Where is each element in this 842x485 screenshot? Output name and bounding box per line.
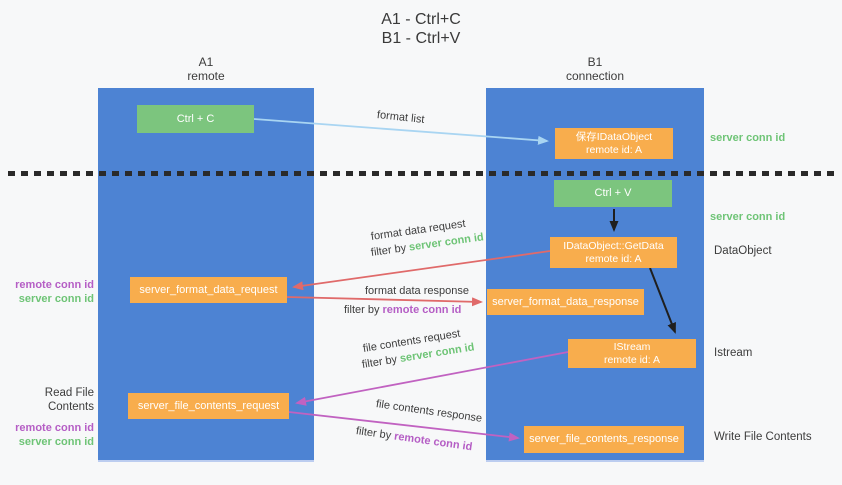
phase-divider-dashed-line	[8, 171, 834, 176]
istream-box: IStream remote id: A	[568, 339, 696, 368]
format-data-response-label: format data response	[365, 285, 469, 297]
server-file-contents-request-box: server_file_contents_request	[128, 393, 289, 419]
left-format-conn-ids: remote conn id server conn id	[0, 278, 94, 306]
save-dataobject-box: 保存IDataObject remote id: A	[555, 128, 673, 159]
remote-conn-id-label: remote conn id	[15, 422, 94, 434]
ctrl-c-label: Ctrl + C	[176, 112, 215, 125]
server-format-data-response-label: server_format_data_response	[492, 295, 639, 308]
arrow-getdata-to-istream	[649, 267, 676, 334]
server-format-data-request-label: server_format_data_request	[139, 283, 278, 296]
title-line-ctrl-c: A1 - Ctrl+C	[381, 11, 461, 28]
save-dataobject-line2: remote id: A	[585, 143, 643, 156]
istream-side-label: Istream	[714, 347, 753, 359]
arrow-format-data-request	[292, 250, 551, 291]
arrow-file-contents-request	[295, 351, 569, 406]
diagram-title: A1 - Ctrl+C B1 - Ctrl+V	[0, 10, 842, 48]
column-header-a1: A1 remote	[136, 55, 276, 83]
column-a-role: remote	[187, 69, 225, 83]
server-file-contents-request-label: server_file_contents_request	[137, 399, 280, 412]
left-file-conn-ids: Read File Contents remote conn id server…	[0, 386, 94, 449]
column-b-name: B1	[587, 55, 603, 69]
filter-by-remote-conn-id-label-1: filter by remote conn id	[344, 304, 461, 316]
write-file-contents-label: Write File Contents	[714, 431, 812, 443]
server-conn-id-label: server conn id	[18, 436, 94, 448]
filter-by-text: filter by	[344, 304, 383, 316]
arrow-format-list	[253, 118, 549, 145]
remote-conn-id-text: remote conn id	[382, 304, 462, 316]
column-header-b1: B1 connection	[525, 55, 665, 83]
server-conn-id-label-save: server conn id	[710, 132, 786, 144]
remote-conn-id-label: remote conn id	[15, 279, 94, 291]
istream-line2: remote id: A	[603, 353, 661, 366]
arrow-format-data-response	[286, 296, 483, 307]
server-conn-id-label: server conn id	[18, 293, 94, 305]
arrow-file-contents-response	[288, 411, 520, 442]
column-b-role: connection	[565, 69, 625, 83]
getdata-line2: remote id: A	[585, 252, 642, 265]
ctrl-c-box: Ctrl + C	[137, 105, 254, 133]
istream-line1: IStream	[613, 340, 651, 353]
read-file-contents-label: Read File Contents	[44, 387, 94, 413]
server-format-data-response-box: server_format_data_response	[487, 289, 644, 315]
ctrl-v-label: Ctrl + V	[594, 187, 632, 199]
server-file-contents-response-label: server_file_contents_response	[529, 433, 679, 445]
title-line-ctrl-v: B1 - Ctrl+V	[381, 30, 461, 47]
ctrl-v-box: Ctrl + V	[554, 180, 672, 207]
dataobject-label: DataObject	[714, 245, 772, 257]
server-format-data-request-box: server_format_data_request	[130, 277, 287, 303]
getdata-box: IDataObject::GetData remote id: A	[550, 237, 677, 268]
column-a-name: A1	[198, 55, 214, 69]
server-conn-id-label-ctrlv: server conn id	[710, 211, 786, 223]
save-dataobject-line1: 保存IDataObject	[575, 130, 653, 143]
server-file-contents-response-box: server_file_contents_response	[524, 426, 684, 453]
getdata-line1: IDataObject::GetData	[563, 239, 664, 252]
